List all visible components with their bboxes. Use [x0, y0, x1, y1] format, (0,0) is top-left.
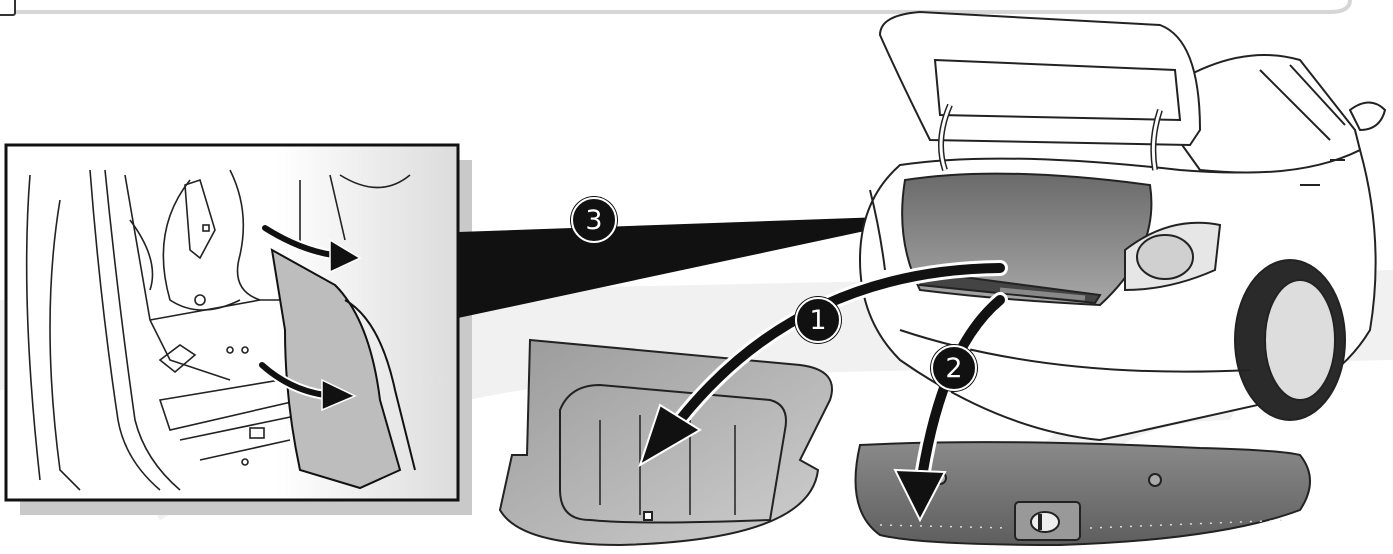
corner-page-icon [0, 0, 16, 16]
step-badge-1: 1 [795, 297, 841, 343]
step-badge-3: 3 [571, 197, 617, 243]
step-badge-2: 2 [931, 345, 977, 391]
top-frame-line [16, 0, 1350, 12]
